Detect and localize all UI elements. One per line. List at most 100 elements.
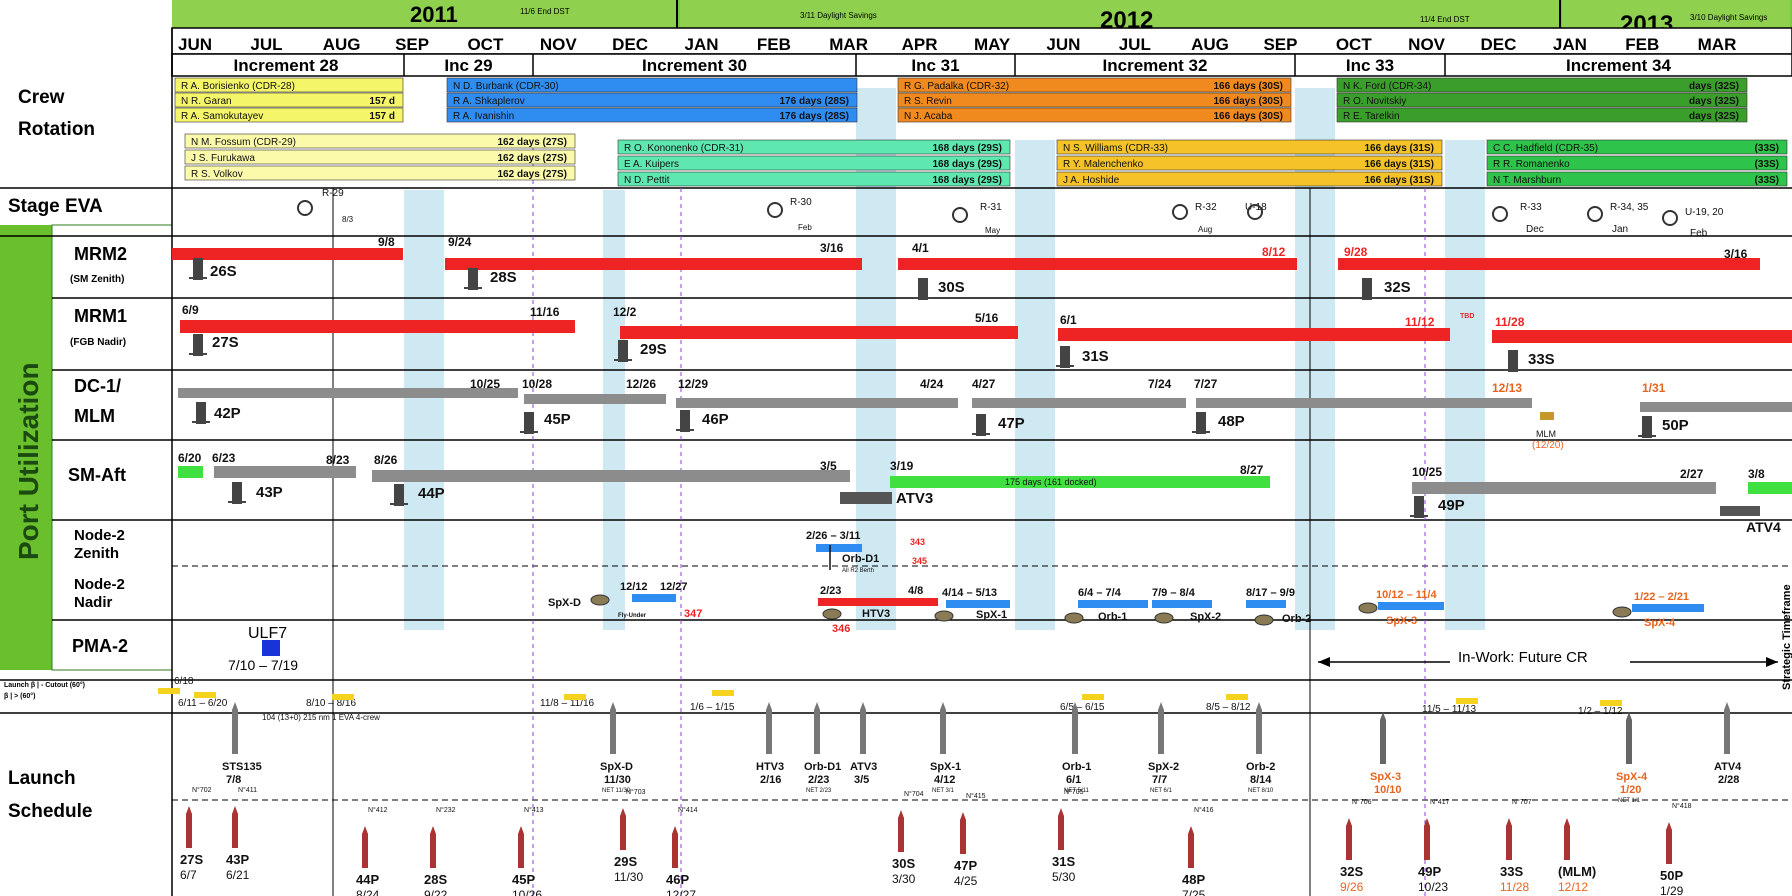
launch-bottom-date-6: 12/27 [666, 888, 696, 896]
launch-bottom-rocket-9-tip [1058, 808, 1064, 816]
launch-bottom-name-1: 43P [226, 852, 249, 867]
crew-name-13: R S. Revin [904, 96, 952, 107]
mrm1-bar-2 [620, 326, 1018, 339]
smaft-date-2: 8/23 [326, 453, 350, 467]
month-17: NOV [1408, 35, 1446, 54]
launch-top-rocket-1 [610, 710, 616, 754]
month-5: NOV [540, 35, 578, 54]
crew-name-12: R G. Padalka (CDR-32) [904, 81, 1009, 92]
node2n-item-0: SpX-D [548, 597, 581, 609]
eva-label-2: R-30 [790, 197, 812, 208]
launch-top-note-8: NET 8/10 [1248, 788, 1274, 794]
launch-top-date-6: 6/1 [1066, 774, 1081, 786]
crew-bar-1 [174, 92, 404, 108]
year-2011: 2011 [410, 2, 458, 27]
launch-top-name-11: ATV4 [1714, 761, 1742, 773]
node2z-code-1: 343 [910, 537, 925, 547]
launch-bottom-date-15: 1/29 [1660, 884, 1684, 896]
dc1-vehicle-3: 46P [702, 411, 729, 428]
launch-top-rocket-2-tip [766, 702, 772, 710]
node2z-label: Node-2 [74, 527, 125, 544]
launch-bottom-date-3: 9/22 [424, 888, 448, 896]
launch-bottom-rocket-2 [362, 834, 368, 868]
cargo-vehicle-icon-5 [1254, 614, 1274, 626]
node2n-item-4: 347 [684, 608, 702, 620]
dc1-vehicle-icon-6 [1642, 416, 1652, 438]
crew-bar-17 [1056, 171, 1443, 187]
smaft-date-4: 3/5 [820, 459, 837, 473]
future-cr-label: In-Work: Future CR [1458, 649, 1588, 666]
dc1-vehicle-icon-4 [976, 414, 986, 436]
launch-bottom-rocket-14-tip [1564, 818, 1570, 826]
launch-top-date-4: 3/5 [854, 774, 869, 786]
crew-label-1: Crew [18, 87, 65, 108]
smaft-date-6: 8/27 [1240, 463, 1264, 477]
launch-top-rocket-4-tip [860, 702, 866, 710]
smaft-vehicle-icon-4 [1414, 496, 1424, 518]
launch-bottom-rocket-15 [1666, 830, 1672, 864]
increment-label-6: Increment 34 [1566, 56, 1671, 75]
dc1-vehicle-icon-2 [524, 412, 534, 434]
launch-top-date-5: 4/12 [934, 774, 955, 786]
crew-days-7: 176 days (28S) [780, 96, 850, 107]
month-15: SEP [1263, 35, 1297, 54]
month-7: JAN [685, 35, 719, 54]
month-16: OCT [1336, 35, 1373, 54]
launch-top-note-3: NET 2/23 [806, 788, 832, 794]
mrm2-vehicle-1: 26S [210, 263, 237, 280]
launch-top-rocket-6 [1072, 710, 1078, 754]
launch-bottom-date-5: 11/30 [614, 870, 643, 884]
dc1-date-9: 1/31 [1642, 381, 1666, 395]
crew-days-2: 157 d [369, 111, 395, 122]
node2n-orb2-bar [1246, 600, 1286, 608]
launch-bottom-no-2: N°412 [368, 806, 388, 814]
increment-label-3: Inc 31 [911, 56, 959, 75]
mrm2-date-7: 3/16 [1724, 247, 1748, 261]
crew-bar-23 [1486, 171, 1788, 187]
crew-days-5: 162 days (27S) [498, 169, 568, 180]
beta-window-2: 8/10 – 8/16 [306, 698, 356, 709]
mrm2-bar-2 [445, 258, 862, 270]
beta-window-mark-6 [1226, 694, 1248, 700]
launch-top-rocket-9 [1380, 720, 1386, 764]
launch-top-note-6: NET 5/11 [1064, 788, 1089, 794]
smaft-bar-green-1 [178, 466, 203, 478]
cargo-vehicle-icon-7 [1612, 606, 1632, 618]
beta-window-mark-0 [158, 688, 180, 694]
launch-top-date-9: 10/10 [1374, 784, 1402, 796]
crew-days-17: 166 days (31S) [1365, 175, 1435, 186]
crew-name-1: N R. Garan [181, 96, 232, 107]
crew-name-19: R O. Novitskiy [1343, 96, 1406, 107]
mrm2-vehicle-icon-3 [918, 278, 928, 300]
dc1-vehicle-5: 48P [1218, 413, 1245, 430]
crew-name-18: N K. Ford (CDR-34) [1343, 81, 1431, 92]
dc1-vehicle-icon-1 [196, 402, 206, 424]
node2n-item-7: 4/8 [908, 585, 923, 597]
eva-label-5: May [985, 226, 1000, 235]
mrm2-vehicle-icon-4 [1362, 278, 1372, 300]
launch-top-rocket-7-tip [1158, 702, 1164, 710]
launch-top-rocket-5 [940, 710, 946, 754]
smaft-date-5: 3/19 [890, 459, 914, 473]
eva-suit-icon [1247, 204, 1263, 220]
cargo-vehicle-icon-3 [1064, 612, 1084, 624]
pma2-label: PMA-2 [72, 636, 128, 656]
crew-name-22: R R. Romanenko [1493, 159, 1570, 170]
launch-top-date-11: 2/28 [1718, 774, 1739, 786]
launch-bottom-name-11: 32S [1340, 864, 1363, 879]
eva-suit-icon [1587, 206, 1603, 222]
smaft-vehicle-icon-2 [394, 484, 404, 506]
launch-top-name-2: HTV3 [756, 761, 784, 773]
node2z-label-b: Zenith [74, 545, 119, 562]
launch-top-rocket-7 [1158, 710, 1164, 754]
launch-top-date-8: 8/14 [1250, 774, 1272, 786]
mrm2-date-5: 8/12 [1262, 245, 1286, 259]
smaft-vehicle-4: 49P [1438, 497, 1465, 514]
launch-top-name-5: SpX-1 [930, 761, 961, 773]
eva-suit-icon [297, 200, 313, 216]
launch-bottom-rocket-6 [672, 834, 678, 868]
launch-bottom-name-8: 47P [954, 858, 977, 873]
crew-name-21: C C. Hadfield (CDR-35) [1493, 143, 1598, 154]
